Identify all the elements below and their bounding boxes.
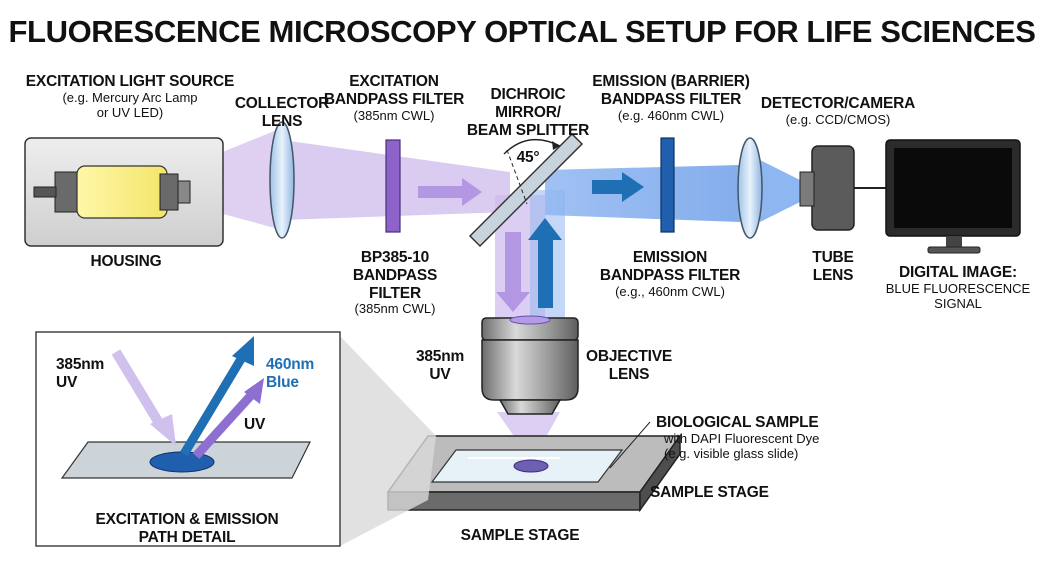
collector-lens: [269, 121, 295, 239]
sample-leader-line: [609, 421, 651, 469]
digital-image-label: DIGITAL IMAGE: BLUE FLUORESCENCE SIGNAL: [885, 264, 1031, 311]
zoom-callout: [340, 336, 436, 546]
objective-lens: [481, 315, 579, 415]
angle-label: 45°: [516, 149, 540, 166]
dichroic-mirror-label: DICHROIC MIRROR/ BEAM SPLITTER: [466, 86, 590, 139]
collector-lens-label: COLLECTOR LENS: [234, 95, 330, 130]
housing-label: HOUSING: [90, 253, 162, 270]
lamp-cap: [159, 173, 179, 211]
excitation-arrow: [418, 178, 482, 206]
light-source-label: EXCITATION LIGHT SOURCE (e.g. Mercury Ar…: [25, 73, 235, 120]
excitation-arrow-down: [496, 232, 530, 312]
emission-filter: [660, 137, 675, 233]
lamp-base: [54, 171, 78, 213]
tube-lens: [737, 137, 763, 239]
detail-sample-spot: [149, 451, 215, 473]
emission-filter-top-label: EMISSION (BARRIER) BANDPASS FILTER (e.g.…: [592, 73, 750, 123]
tube-lens-label: TUBE LENS: [812, 249, 854, 284]
sample-stage-label-right: SAMPLE STAGE: [650, 484, 769, 501]
bp385-filter-label: BP385-10 BANDPASS FILTER (385nm CWL): [352, 249, 438, 317]
detail-uv-reflect-arrow: [244, 378, 264, 404]
objective-lens-label: OBJECTIVE LENS: [585, 348, 673, 383]
detail-uv-reflect-label: UV: [244, 416, 266, 433]
lamp-tip: [177, 180, 191, 204]
emission-beam-focus: [760, 160, 800, 222]
detail-blue-out-arrow: [232, 336, 254, 366]
excitation-filter-label: EXCITATION BANDPASS FILTER (385nm CWL): [323, 73, 465, 123]
emission-beam: [545, 165, 740, 222]
page-title: FLUORESCENCE MICROSCOPY OPTICAL SETUP FO…: [8, 14, 1036, 49]
emission-arrow-up: [528, 218, 562, 308]
lamp-bulb: [76, 165, 168, 219]
emission-filter-bottom-label: EMISSION BANDPASS FILTER (e.g., 460nm CW…: [599, 249, 741, 299]
emission-arrow-right: [592, 172, 644, 202]
angle-normal-line: [506, 149, 528, 205]
fluorescent-spot: [513, 459, 549, 473]
detail-caption: EXCITATION & EMISSION PATH DETAIL: [95, 511, 279, 546]
detail-uv-in-label: 385nm UV: [56, 356, 105, 391]
detector-camera: [811, 145, 855, 231]
detector-label: DETECTOR/CAMERA (e.g. CCD/CMOS): [760, 95, 916, 127]
excitation-filter: [385, 139, 401, 233]
uv-385-label: 385nm UV: [415, 348, 465, 383]
sample-stage-label-bottom: SAMPLE STAGE: [460, 527, 580, 544]
dichroic-mirror: [468, 132, 584, 248]
lamp-stem: [33, 186, 57, 198]
detail-blue-out-label: 460nm Blue: [266, 356, 315, 391]
biological-sample-label: BIOLOGICAL SAMPLE with DAPI Fluorescent …: [656, 414, 820, 461]
detail-uv-in-arrow: [150, 414, 176, 446]
